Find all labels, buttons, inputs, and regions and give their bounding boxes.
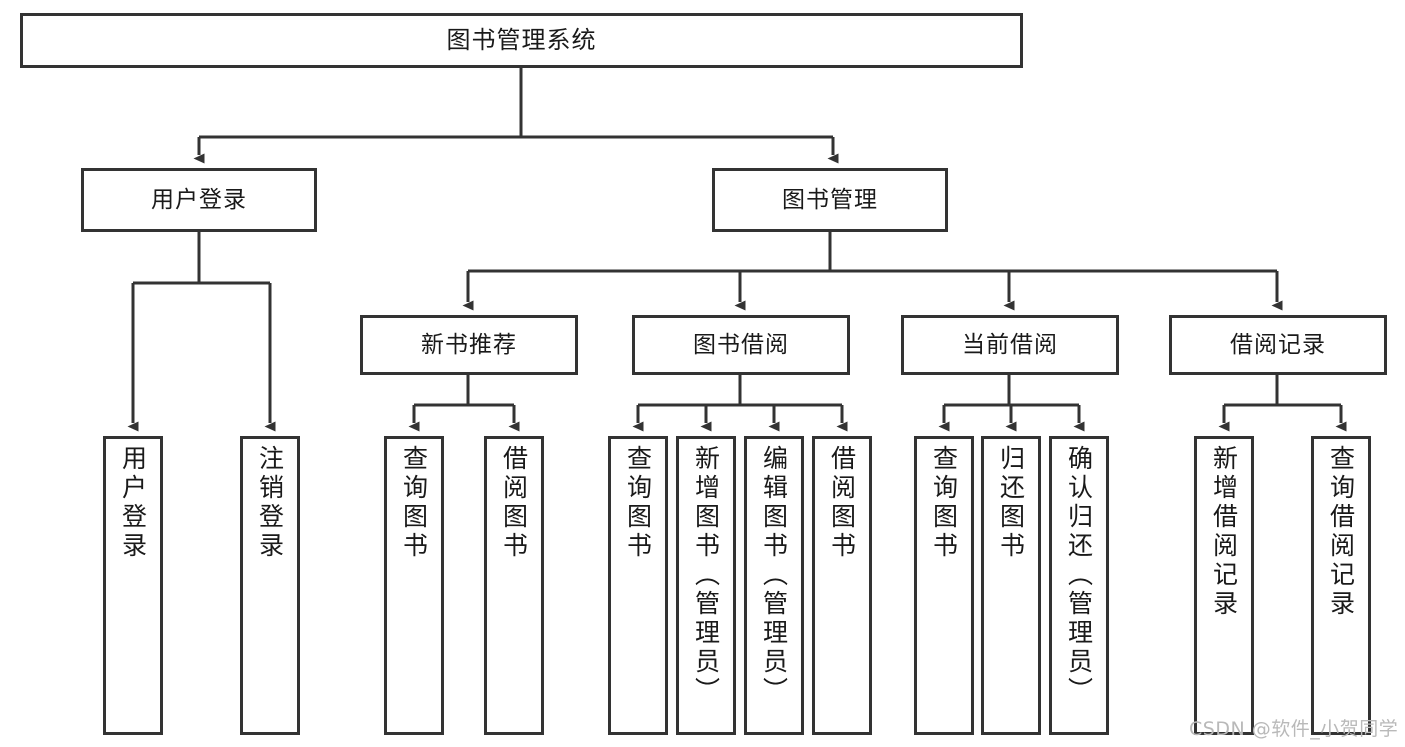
node-label: 查询借阅记录 (1326, 445, 1356, 619)
node-label: 借阅记录 (1230, 331, 1326, 358)
node-label: 借阅图书 (499, 445, 529, 561)
node-leaf-edit-book[interactable]: 编辑图书（管理员） (744, 436, 804, 735)
node-leaf-logout-login[interactable]: 注销登录 (240, 436, 300, 735)
node-current-borrow[interactable]: 当前借阅 (901, 315, 1119, 375)
node-label: 确认归还（管理员） (1064, 445, 1094, 706)
node-root-system[interactable]: 图书管理系统 (20, 13, 1023, 68)
node-borrow-record[interactable]: 借阅记录 (1169, 315, 1387, 375)
node-label: 图书借阅 (693, 331, 789, 358)
node-leaf-query-book-2[interactable]: 查询图书 (608, 436, 668, 735)
node-leaf-add-record[interactable]: 新增借阅记录 (1194, 436, 1254, 735)
node-label: 用户登录 (118, 445, 148, 561)
node-new-book-recommend[interactable]: 新书推荐 (360, 315, 578, 375)
node-leaf-confirm-return[interactable]: 确认归还（管理员） (1049, 436, 1109, 735)
node-label: 借阅图书 (827, 445, 857, 561)
node-leaf-query-record[interactable]: 查询借阅记录 (1311, 436, 1371, 735)
node-label: 新增借阅记录 (1209, 445, 1239, 619)
node-leaf-query-book-3[interactable]: 查询图书 (914, 436, 974, 735)
node-label: 注销登录 (255, 445, 285, 561)
node-label: 新增图书（管理员） (691, 445, 721, 706)
node-label: 查询图书 (929, 445, 959, 561)
node-leaf-query-book-1[interactable]: 查询图书 (384, 436, 444, 735)
node-label: 当前借阅 (962, 331, 1058, 358)
node-leaf-borrow-book-1[interactable]: 借阅图书 (484, 436, 544, 735)
node-label: 图书管理系统 (446, 25, 597, 54)
node-label: 新书推荐 (421, 331, 517, 358)
node-label: 用户登录 (151, 186, 247, 213)
node-book-borrow[interactable]: 图书借阅 (632, 315, 850, 375)
node-leaf-add-book[interactable]: 新增图书（管理员） (676, 436, 736, 735)
node-label: 查询图书 (623, 445, 653, 561)
node-leaf-user-login[interactable]: 用户登录 (103, 436, 163, 735)
watermark-text: CSDN @软件_小贺同学 (1189, 718, 1399, 740)
node-user-login[interactable]: 用户登录 (81, 168, 317, 232)
node-label: 查询图书 (399, 445, 429, 561)
node-book-management[interactable]: 图书管理 (712, 168, 948, 232)
node-label: 图书管理 (782, 186, 878, 213)
node-label: 编辑图书（管理员） (759, 445, 789, 706)
node-label: 归还图书 (996, 445, 1026, 561)
node-leaf-return-book[interactable]: 归还图书 (981, 436, 1041, 735)
node-leaf-borrow-book-2[interactable]: 借阅图书 (812, 436, 872, 735)
